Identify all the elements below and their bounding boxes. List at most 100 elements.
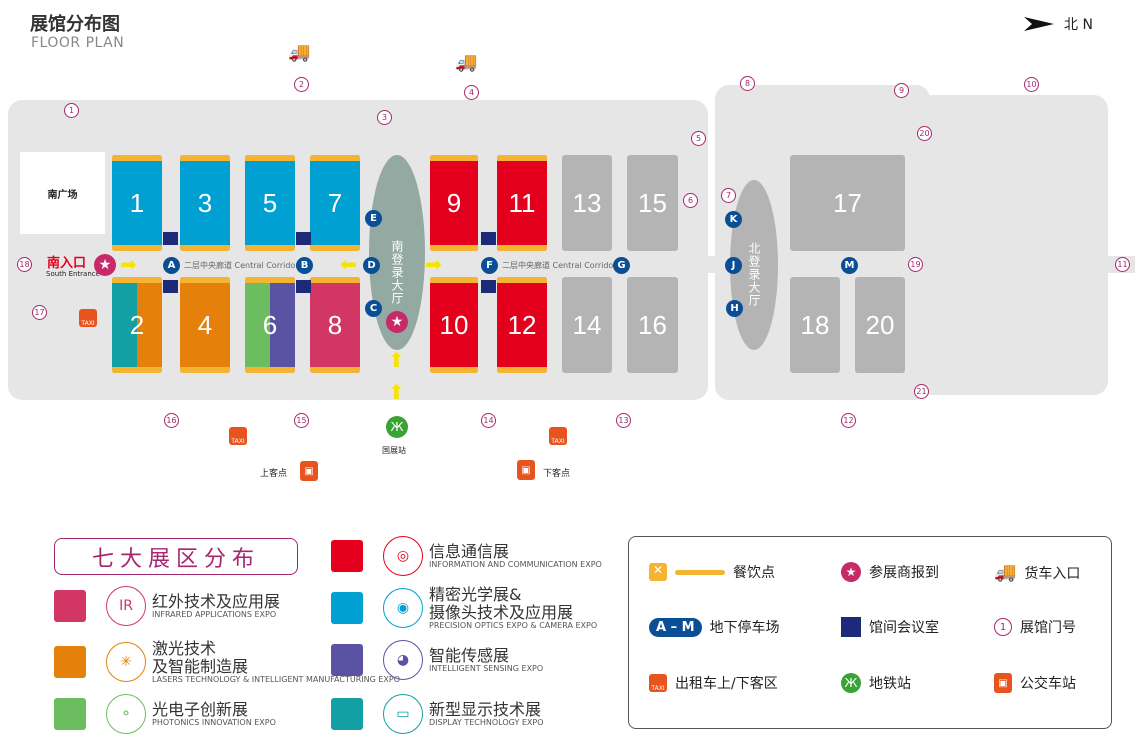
key-label: 货车入口 bbox=[1024, 565, 1081, 582]
parking-E[interactable]: E bbox=[365, 210, 382, 227]
taxi-icon[interactable]: TAXI bbox=[229, 427, 247, 445]
pickup-label: 上客点 bbox=[260, 469, 288, 479]
parking-J[interactable]: J bbox=[725, 257, 742, 274]
compass-label: 北 N bbox=[1064, 17, 1093, 33]
gate-18: 18 bbox=[17, 257, 32, 272]
south-plaza: 南广场 bbox=[20, 152, 105, 234]
corridor-label: 二层中央廊道 Central Corridor bbox=[184, 261, 299, 270]
hall-14[interactable]: 14 bbox=[562, 277, 612, 373]
dining-stripe bbox=[430, 245, 478, 251]
hall-5[interactable]: 5 bbox=[245, 155, 295, 251]
parking-H[interactable]: H bbox=[726, 300, 743, 317]
taxi-icon: TAXI bbox=[649, 674, 667, 692]
bus-icon[interactable]: ▣ bbox=[517, 460, 535, 480]
taxi-icon[interactable]: TAXI bbox=[549, 427, 567, 445]
dropoff-label: 下客点 bbox=[543, 469, 571, 479]
hall-7[interactable]: 7 bbox=[310, 155, 360, 251]
dining-stripe bbox=[310, 155, 360, 161]
hall-11[interactable]: 11 bbox=[497, 155, 547, 251]
dining-stripe bbox=[430, 277, 478, 283]
legend-cn: 激光技术 及智能制造展 bbox=[152, 639, 249, 676]
hall-16[interactable]: 16 bbox=[627, 277, 678, 373]
dining-stripe bbox=[112, 367, 162, 373]
meeting-room bbox=[296, 280, 311, 293]
dining-stripe bbox=[245, 245, 295, 251]
legend-cn: 新型显示技术展 bbox=[429, 699, 542, 719]
metro-icon[interactable]: Ж bbox=[386, 416, 408, 438]
legend-en: INFORMATION AND COMMUNICATION EXPO bbox=[429, 560, 602, 570]
hall-3[interactable]: 3 bbox=[180, 155, 230, 251]
gate-17: 17 bbox=[32, 305, 47, 320]
meeting-room-icon bbox=[841, 617, 861, 637]
parking-G[interactable]: G bbox=[613, 257, 630, 274]
hall-number: 15 bbox=[638, 187, 667, 218]
parking-C[interactable]: C bbox=[365, 300, 382, 317]
gate-2: 2 bbox=[294, 77, 309, 92]
hall-20[interactable]: 20 bbox=[855, 277, 905, 373]
hall-number: 8 bbox=[327, 309, 343, 340]
legend-title: 七大展区分布 bbox=[54, 538, 298, 575]
hall-number: 2 bbox=[129, 309, 145, 340]
hall-15[interactable]: 15 bbox=[627, 155, 678, 251]
parking-K[interactable]: K bbox=[725, 211, 742, 228]
legend-item: IR 红外技术及应用展 INFRARED APPLICATIONS EXPO bbox=[54, 586, 280, 626]
compass: 北 N bbox=[1022, 14, 1093, 34]
dining-stripe bbox=[112, 155, 162, 161]
gate-1: 1 bbox=[64, 103, 79, 118]
meeting-room bbox=[163, 280, 178, 293]
hall-number: 4 bbox=[197, 309, 213, 340]
dining-stripe bbox=[430, 367, 478, 373]
hall-number: 20 bbox=[865, 309, 895, 340]
key-label: 餐饮点 bbox=[733, 565, 775, 581]
legend-cn: 精密光学展& 摄像头技术及应用展 bbox=[429, 585, 574, 622]
dining-stripe bbox=[112, 277, 162, 283]
hall-1[interactable]: 1 bbox=[112, 155, 162, 251]
hall-6[interactable]: 6 bbox=[245, 277, 295, 373]
bus-icon: ▣ bbox=[994, 673, 1012, 693]
arrow-right-icon: ➡ bbox=[425, 252, 442, 276]
legend-cn: 红外技术及应用展 bbox=[152, 591, 281, 611]
hall-number: 17 bbox=[833, 187, 862, 218]
north-lobby-label: 北登录大厅 bbox=[747, 242, 761, 307]
key-label: 馆间会议室 bbox=[869, 620, 939, 636]
hall-2[interactable]: 2 bbox=[112, 277, 162, 373]
legend-en: LASERS TECHNOLOGY & INTELLIGENT MANUFACT… bbox=[152, 675, 400, 685]
key-bus: ▣公交车站 bbox=[994, 673, 1076, 693]
south-entrance-en: South Entrance bbox=[46, 270, 100, 278]
parking-F[interactable]: F bbox=[481, 257, 498, 274]
key-dining: ✕ 餐饮点 bbox=[649, 562, 775, 582]
parking-A[interactable]: A bbox=[163, 257, 180, 274]
bus-icon[interactable]: ▣ bbox=[300, 461, 318, 481]
dining-stripe bbox=[180, 155, 230, 161]
hall-4[interactable]: 4 bbox=[180, 277, 230, 373]
parking-M[interactable]: M bbox=[841, 257, 858, 274]
parking-B[interactable]: B bbox=[296, 257, 313, 274]
hall-18[interactable]: 18 bbox=[790, 277, 840, 373]
hall-10[interactable]: 10 bbox=[430, 277, 478, 373]
gate-11: 11 bbox=[1115, 257, 1130, 272]
hall-number: 9 bbox=[446, 187, 462, 218]
hall-12[interactable]: 12 bbox=[497, 277, 547, 373]
gate-7: 7 bbox=[721, 188, 736, 203]
legend-en: PRECISION OPTICS EXPO & CAMERA EXPO bbox=[429, 621, 598, 631]
gate-9: 9 bbox=[894, 83, 909, 98]
hall-13[interactable]: 13 bbox=[562, 155, 612, 251]
gate-19: 19 bbox=[908, 257, 923, 272]
legend-en: DISPLAY TECHNOLOGY EXPO bbox=[429, 718, 544, 728]
dining-stripe bbox=[497, 245, 547, 251]
hall-9[interactable]: 9 bbox=[430, 155, 478, 251]
dining-stripe bbox=[310, 245, 360, 251]
hall-8[interactable]: 8 bbox=[310, 277, 360, 373]
gate-6: 6 bbox=[683, 193, 698, 208]
expo-icon: IR bbox=[106, 586, 146, 626]
registration-star-icon: ★ bbox=[386, 311, 408, 333]
dining-icon: ✕ bbox=[649, 563, 667, 581]
taxi-icon[interactable]: TAXI bbox=[79, 309, 97, 327]
expo-icon: ◎ bbox=[383, 536, 423, 576]
parking-D[interactable]: D bbox=[363, 257, 380, 274]
page-subtitle: FLOOR PLAN bbox=[31, 35, 125, 51]
truck-icon: 🚚 bbox=[994, 562, 1017, 583]
legend-item: ◎ 信息通信展 INFORMATION AND COMMUNICATION EX… bbox=[331, 536, 602, 576]
hall-17[interactable]: 17 bbox=[790, 155, 905, 251]
